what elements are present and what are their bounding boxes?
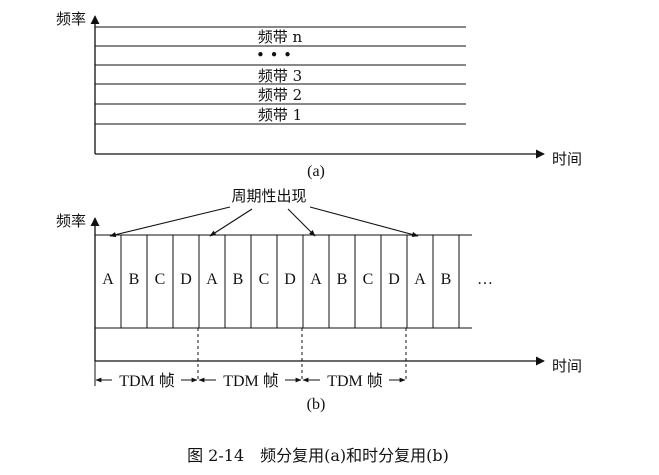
slot-label-c: C — [259, 271, 270, 288]
fdm-x-label: 时间 — [552, 150, 582, 168]
tdm-x-label: 时间 — [552, 357, 582, 375]
slot-label-a: A — [414, 271, 426, 288]
fdm-y-label: 频率 — [56, 10, 86, 28]
tdm-sublabel: (b) — [307, 396, 326, 413]
callout-arrow — [287, 208, 316, 237]
tdm-ellipsis: … — [477, 271, 493, 288]
band-label-2: 频带 2 — [258, 86, 302, 104]
band-label-3: 频带 3 — [258, 67, 302, 85]
fdm-panel: 频率 时间 频带 n • • • 频带 3 频带 2 频带 1 (a) — [56, 10, 582, 180]
slot-dividers — [120, 235, 460, 328]
callout-arrow — [109, 206, 231, 238]
slot-label-a: A — [206, 271, 218, 288]
figure-caption: 图 2-14 频分复用(a)和时分复用(b) — [187, 446, 449, 465]
callout-arrow — [209, 208, 253, 237]
slot-label-d: D — [284, 271, 296, 288]
frame-label-1: TDM 帧 — [119, 372, 175, 390]
band-label-1: 频带 1 — [258, 106, 302, 124]
frame-label-2: TDM 帧 — [223, 372, 279, 390]
slot-label-a: A — [310, 271, 322, 288]
slot-label-d: D — [388, 271, 400, 288]
slot-label-b: B — [337, 271, 348, 288]
band-label-n: 频带 n — [258, 28, 303, 46]
fdm-sublabel: (a) — [307, 163, 325, 180]
slot-label-d: D — [180, 271, 192, 288]
slot-label-b: B — [441, 271, 452, 288]
slot-label-a: A — [102, 271, 114, 288]
slot-label-b: B — [129, 271, 140, 288]
frame-label-3: TDM 帧 — [327, 372, 383, 390]
slot-label-c: C — [363, 271, 374, 288]
tdm-callout: 周期性出现 — [231, 187, 306, 205]
slot-label-b: B — [233, 271, 244, 288]
callout-arrow — [309, 206, 419, 238]
tdm-y-label: 频率 — [56, 212, 86, 230]
slot-label-c: C — [155, 271, 166, 288]
band-dots: • • • — [256, 46, 292, 64]
